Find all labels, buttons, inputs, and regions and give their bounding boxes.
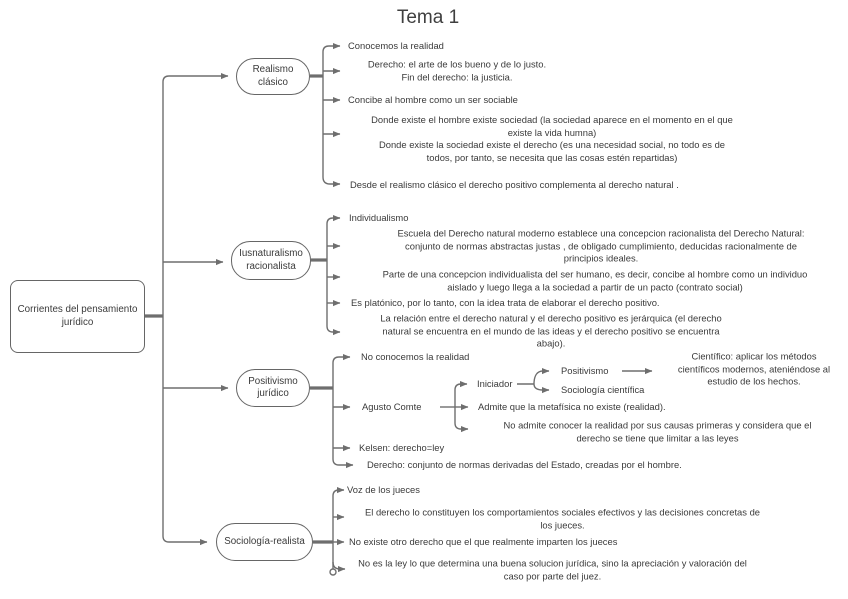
mindmap-item: Individualismo	[349, 211, 409, 223]
subtree-item-no-admite: No admite conocer la realidad por sus ca…	[503, 419, 812, 444]
mindmap-item: La relación entre el derecho natural y e…	[380, 312, 722, 349]
subtree-item-cientifico: Científico: aplicar los métodos científi…	[677, 350, 831, 387]
mindmap-item: Derecho: el arte de los bueno y de lo ju…	[367, 58, 547, 83]
mindmap-item: Concibe al hombre como un ser sociable	[348, 93, 518, 105]
mindmap-item: No es la ley lo que determina una buena …	[358, 557, 747, 582]
mindmap-item: Desde el realismo clásico el derecho pos…	[350, 178, 679, 190]
branch-node-sociologia-realista: Sociología-realista	[216, 523, 313, 561]
subtree-item-iniciador: Iniciador	[477, 377, 513, 389]
subtree-item-sociologia-cientifica: Sociología científica	[561, 383, 645, 395]
mindmap-item: Donde existe el hombre existe sociedad (…	[371, 114, 733, 163]
mindmap-item: Escuela del Derecho natural moderno esta…	[397, 227, 805, 264]
mindmap-item: Agusto Comte	[362, 400, 422, 412]
diagram-title: Tema 1	[396, 7, 460, 28]
root-node: Corrientes del pensamiento jurídico	[10, 280, 145, 353]
branch-node-realismo-clasico: Realismo clásico	[236, 58, 310, 95]
mindmap-item: No conocemos la realidad	[361, 350, 470, 362]
branch-node-iusnaturalismo-racionalista: Iusnaturalismo racionalista	[231, 241, 311, 280]
mindmap-item: Es platónico, por lo tanto, con la idea …	[351, 296, 660, 308]
branch-node-positivismo-juridico: Positivismo jurídico	[236, 369, 310, 407]
mindmap-item: Derecho: conjunto de normas derivadas de…	[367, 458, 682, 470]
mindmap-item: El derecho lo constituyen los comportami…	[365, 506, 760, 531]
subtree-item-admite: Admite que la metafísica no existe (real…	[478, 400, 666, 412]
subtree-item-positivismo: Positivismo	[561, 364, 609, 376]
mindmap-item: Conocemos la realidad	[348, 39, 444, 51]
mindmap-item: Voz de los jueces	[347, 483, 420, 495]
mindmap-item: No existe otro derecho que el que realme…	[349, 535, 618, 547]
mindmap-item: Kelsen: derecho=ley	[359, 441, 445, 453]
mindmap-item: Parte de una concepcion individualista d…	[382, 268, 808, 293]
